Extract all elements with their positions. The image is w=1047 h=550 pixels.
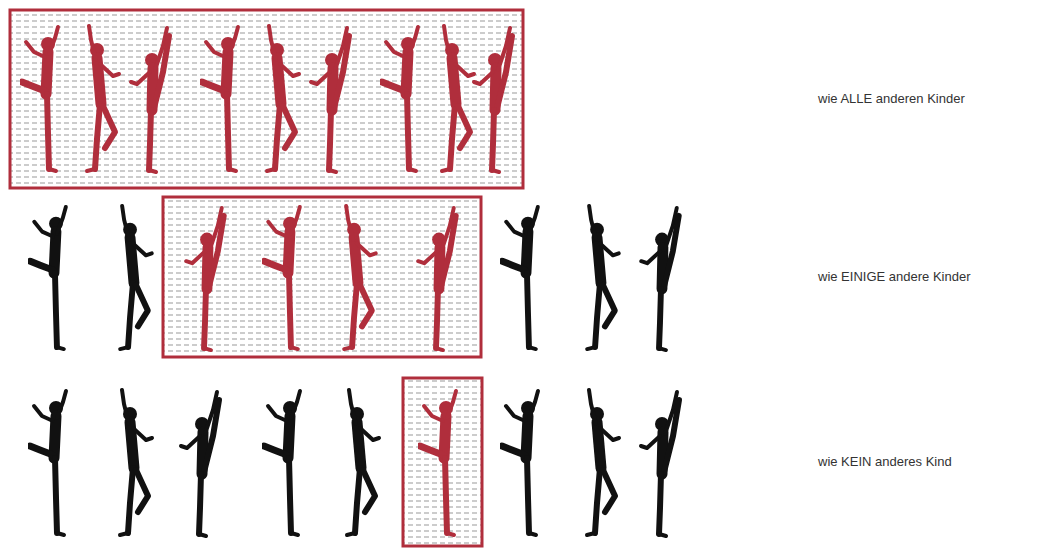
dancer: [30, 391, 66, 535]
dancer: [267, 26, 299, 171]
dancer: [420, 391, 456, 535]
row-label: wie KEIN anderes Kind: [818, 454, 952, 470]
dancer-group: [30, 206, 678, 350]
highlight-box: [163, 197, 481, 357]
dancer: [30, 207, 66, 349]
dancer-group: [30, 390, 679, 536]
dancer: [442, 26, 474, 171]
dancer: [502, 391, 538, 535]
dancer: [587, 390, 619, 535]
dancer: [311, 28, 349, 172]
highlight-box: [403, 378, 482, 546]
dancer: [587, 206, 619, 349]
dancer: [641, 392, 679, 536]
highlight-box: [10, 10, 523, 188]
dancer: [87, 26, 119, 171]
dancer: [641, 208, 678, 350]
dancer-group: [420, 391, 456, 535]
dancer: [120, 206, 152, 349]
dancer: [264, 207, 300, 349]
row-label: wie ALLE anderen Kinder: [818, 91, 965, 107]
dancer: [382, 27, 418, 171]
row-label: wie EINIGE andere Kinder: [818, 269, 970, 285]
dancer: [264, 391, 300, 535]
dancer-group: [186, 206, 455, 350]
dancer: [181, 392, 219, 536]
dancer: [347, 390, 379, 535]
dancer-group: [22, 26, 512, 172]
dancer: [120, 390, 152, 535]
dancer: [186, 208, 223, 350]
dancer: [418, 208, 455, 350]
dancer: [202, 27, 238, 171]
dancer: [474, 28, 512, 172]
dancer: [22, 27, 58, 171]
dancer: [502, 207, 538, 349]
dancer: [131, 28, 169, 172]
dancer: [344, 206, 376, 349]
